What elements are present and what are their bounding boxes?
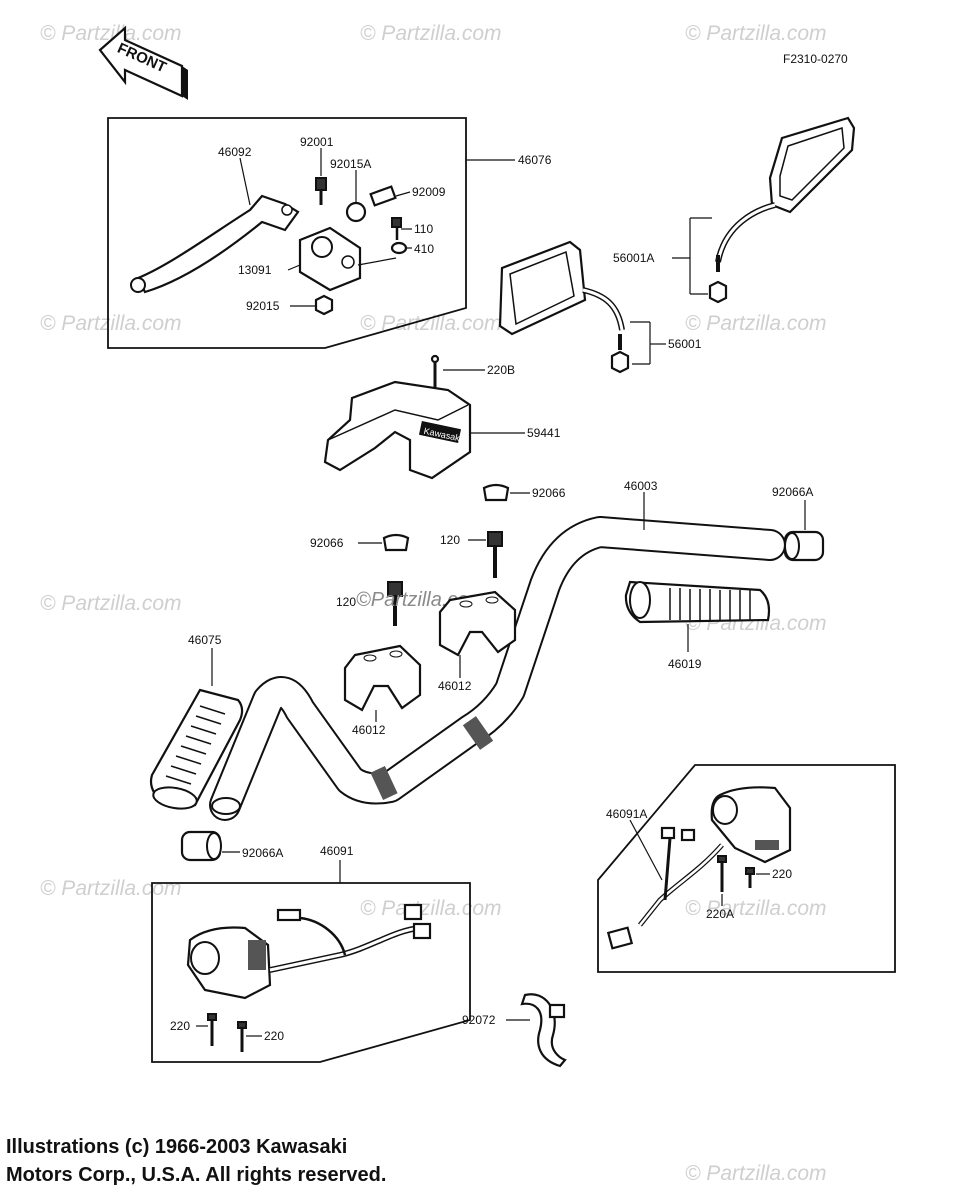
callout-92066-left: 92066 — [310, 536, 344, 550]
watermark-text: © Partzilla.com — [40, 877, 182, 900]
callout-92009: 92009 — [412, 185, 446, 199]
copyright-line-1: Illustrations (c) 1966-2003 Kawasaki — [6, 1136, 348, 1158]
cap-92066-top — [482, 483, 530, 502]
left-switch-assembly — [151, 860, 471, 1063]
watermark-text: © Partzilla.com — [685, 312, 827, 335]
grip-46019 — [624, 580, 771, 652]
handlebar-46003 — [209, 492, 786, 821]
callout-110: 110 — [414, 222, 433, 236]
callout-46091A: 46091A — [606, 807, 647, 821]
right-switch-assembly — [597, 764, 896, 973]
mirror-right-56001A — [708, 116, 856, 304]
callout-46092: 46092 — [218, 145, 252, 159]
watermark-text: © Partzilla.com — [685, 22, 827, 45]
callout-92066A-left: 92066A — [242, 846, 283, 860]
callout-13091: 13091 — [238, 263, 272, 277]
watermark-text: © Partzilla.com — [685, 897, 827, 920]
callout-92015: 92015 — [246, 299, 280, 313]
end-cap-92066A-left — [180, 830, 240, 862]
callout-46075: 46075 — [188, 633, 222, 647]
watermark-text: © Partzilla.com — [360, 312, 502, 335]
watermarks: © Partzilla.com © Partzilla.com © Partzi… — [40, 22, 827, 1185]
callout-56001A: 56001A — [613, 251, 654, 265]
callout-56001: 56001 — [668, 337, 702, 351]
callout-220-left-a: 220 — [170, 1019, 190, 1033]
band-92072 — [506, 993, 567, 1068]
callout-220A: 220A — [706, 907, 734, 921]
figure-code: F2310-0270 — [783, 52, 848, 66]
bolt-120-b — [387, 581, 403, 626]
callout-59441: 59441 — [527, 426, 561, 440]
watermark-text: © Partzilla.com — [40, 592, 182, 615]
callout-410: 410 — [414, 242, 434, 256]
callout-92015A: 92015A — [330, 157, 371, 171]
copyright-line-2: Motors Corp., U.S.A. All rights reserved… — [6, 1164, 387, 1186]
watermark-text: © Partzilla.com — [360, 22, 502, 45]
callout-92066A-right: 92066A — [772, 485, 813, 499]
callout-220-left-b: 220 — [264, 1029, 284, 1043]
callout-46003: 46003 — [624, 479, 658, 493]
copyright-notice: Illustrations (c) 1966-2003 Kawasaki Mot… — [6, 1133, 566, 1189]
watermark-text: © Partzilla.com — [40, 312, 182, 335]
callout-120-a: 120 — [440, 533, 460, 547]
clamp-46012-right — [438, 590, 517, 678]
callout-92001: 92001 — [300, 135, 334, 149]
callout-46076: 46076 — [518, 153, 552, 167]
callout-46012-right: 46012 — [438, 679, 472, 693]
clamp-46012-left — [343, 644, 422, 722]
bolt-120-a — [468, 531, 503, 578]
callout-120-b: 120 — [336, 595, 356, 609]
lever-46092 — [136, 194, 300, 294]
callout-46019: 46019 — [668, 657, 702, 671]
cap-92066-left — [358, 533, 410, 552]
callout-46091: 46091 — [320, 844, 354, 858]
callout-92066-top: 92066 — [532, 486, 566, 500]
grip-46075 — [149, 648, 244, 810]
callout-46012-left: 46012 — [352, 723, 386, 737]
clutch-lever-assembly — [107, 117, 515, 349]
end-cap-92066A-right — [783, 500, 825, 562]
handlebar-cover-59441: Kawasaki — [323, 354, 525, 480]
watermark-text: © Partzilla.com — [40, 22, 182, 45]
callout-220B: 220B — [487, 363, 515, 377]
watermark-text: © Partzilla.com — [360, 897, 502, 920]
callout-220-right: 220 — [772, 867, 792, 881]
mirror-left-56001 — [498, 240, 630, 374]
callout-92072: 92072 — [462, 1013, 496, 1027]
watermark-text: © Partzilla.com — [685, 1162, 827, 1185]
